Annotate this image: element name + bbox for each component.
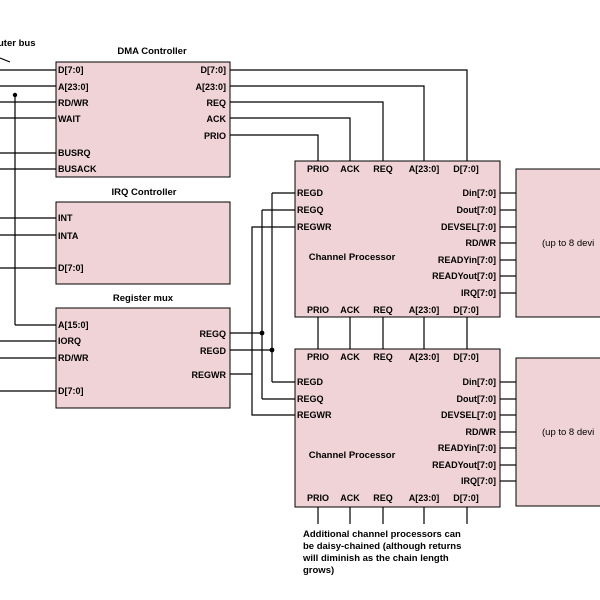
note-line-4: grows) bbox=[303, 565, 334, 576]
cp-daisy-chain-wires bbox=[317, 317, 468, 524]
cp1-bottom-prio: PRIO bbox=[307, 305, 329, 315]
cp2-left-regd: REGD bbox=[297, 377, 324, 387]
irq-pin-int: INT bbox=[58, 213, 73, 223]
cp2-title: Channel Processor bbox=[309, 450, 396, 461]
cp2-bottom-ack: ACK bbox=[340, 493, 360, 503]
dma-right-pins: D[7:0] A[23:0] REQ ACK PRIO bbox=[195, 65, 226, 141]
bus-wires bbox=[0, 57, 56, 392]
irq-controller-block bbox=[55, 201, 231, 285]
register-mux-block bbox=[55, 307, 231, 409]
cp1-right-readyout: READYout[7:0] bbox=[432, 271, 496, 281]
regmux-pin-regwr: REGWR bbox=[192, 370, 227, 380]
cp1-top-req: REQ bbox=[373, 164, 393, 174]
dma-title: DMA Controller bbox=[117, 46, 187, 57]
regmux-pin-d: D[7:0] bbox=[58, 386, 84, 396]
irq-pin-inta: INTA bbox=[58, 231, 79, 241]
dma-pin-a: A[23:0] bbox=[58, 82, 89, 92]
cp2-top-req: REQ bbox=[373, 352, 393, 362]
cp1-left-regd: REGD bbox=[297, 188, 324, 198]
cp1-top-ack: ACK bbox=[340, 164, 360, 174]
cp2-right-din: Din[7:0] bbox=[463, 377, 497, 387]
cp1-bottom-ack: ACK bbox=[340, 305, 360, 315]
cp1-labels: PRIO ACK REQ A[23:0] D[7:0] REGD REGQ RE… bbox=[297, 164, 496, 315]
dma-pin-wait: WAIT bbox=[58, 114, 81, 124]
dma-pin-rdwr: RD/WR bbox=[58, 98, 89, 108]
regmux-pin-rdwr: RD/WR bbox=[58, 353, 89, 363]
note-line-2: be daisy-chained (although returns bbox=[303, 541, 461, 552]
cp2-right-irq: IRQ[7:0] bbox=[461, 476, 496, 486]
cp1-right-readyin: READYin[7:0] bbox=[438, 255, 496, 265]
regmux-pin-iorq: IORQ bbox=[58, 336, 81, 346]
cp2-bottom-req: REQ bbox=[373, 493, 393, 503]
cp2-right-readyout: READYout[7:0] bbox=[432, 460, 496, 470]
irq-title: IRQ Controller bbox=[112, 187, 177, 198]
cp1-top-d: D[7:0] bbox=[453, 164, 479, 174]
regmux-to-cp-wires bbox=[230, 192, 295, 416]
cp2-top-ack: ACK bbox=[340, 352, 360, 362]
dma-pin-a-out: A[23:0] bbox=[195, 82, 226, 92]
regmux-pin-regd: REGD bbox=[200, 346, 227, 356]
cp2-labels: PRIO ACK REQ A[23:0] D[7:0] REGD REGQ RE… bbox=[297, 352, 496, 503]
cp2-top-prio: PRIO bbox=[307, 352, 329, 362]
cp1-right-dout: Dout[7:0] bbox=[457, 205, 497, 215]
cp1-right-irq: IRQ[7:0] bbox=[461, 288, 496, 298]
cp1-title: Channel Processor bbox=[309, 252, 396, 263]
cp1-left-regq: REGQ bbox=[297, 205, 324, 215]
cp-to-device-wires bbox=[500, 192, 516, 482]
cp1-right-rdwr: RD/WR bbox=[466, 238, 497, 248]
cp2-top-a: A[23:0] bbox=[409, 352, 440, 362]
note-line-1: Additional channel processors can bbox=[303, 529, 461, 540]
cp2-top-d: D[7:0] bbox=[453, 352, 479, 362]
cp2-right-dout: Dout[7:0] bbox=[457, 394, 497, 404]
cp2-left-regwr: REGWR bbox=[297, 410, 332, 420]
devices-2-label: (up to 8 devi bbox=[542, 427, 594, 438]
dma-pin-d: D[7:0] bbox=[58, 65, 84, 75]
dma-left-pins: D[7:0] A[23:0] RD/WR WAIT BUSRQ BUSACK bbox=[58, 65, 97, 174]
cp1-right-devsel: DEVSEL[7:0] bbox=[441, 222, 496, 232]
irq-pin-d: D[7:0] bbox=[58, 263, 84, 273]
dma-pin-busack: BUSACK bbox=[58, 164, 97, 174]
cp1-top-a: A[23:0] bbox=[409, 164, 440, 174]
cp2-bottom-a: A[23:0] bbox=[409, 493, 440, 503]
cp2-right-readyin: READYin[7:0] bbox=[438, 443, 496, 453]
cp1-bottom-a: A[23:0] bbox=[409, 305, 440, 315]
dma-pin-req: REQ bbox=[206, 98, 226, 108]
cp1-bottom-d: D[7:0] bbox=[453, 305, 479, 315]
regmux-pin-a: A[15:0] bbox=[58, 320, 89, 330]
note-line-3: will diminish as the chain length bbox=[302, 553, 449, 564]
cp1-bottom-req: REQ bbox=[373, 305, 393, 315]
devices-1-label: (up to 8 devi bbox=[542, 238, 594, 249]
cp1-top-prio: PRIO bbox=[307, 164, 329, 174]
cp1-right-din: Din[7:0] bbox=[463, 188, 497, 198]
regmux-pin-regq: REGQ bbox=[199, 329, 226, 339]
dma-pin-ack: ACK bbox=[207, 114, 227, 124]
bus-title: uter bus bbox=[0, 38, 35, 49]
cp2-left-regq: REGQ bbox=[297, 394, 324, 404]
cp2-bottom-d: D[7:0] bbox=[453, 493, 479, 503]
devices-1-block bbox=[515, 168, 600, 318]
channel-processor-1-block bbox=[294, 160, 501, 318]
cp2-right-devsel: DEVSEL[7:0] bbox=[441, 410, 496, 420]
daisy-chain-note: Additional channel processors can be dai… bbox=[302, 529, 461, 576]
dma-pin-prio: PRIO bbox=[204, 131, 226, 141]
regmux-title: Register mux bbox=[113, 293, 174, 304]
cp2-right-rdwr: RD/WR bbox=[466, 427, 497, 437]
cp1-left-regwr: REGWR bbox=[297, 222, 332, 232]
regmux-right-pins: REGQ REGD REGWR bbox=[192, 329, 227, 380]
dma-controller-block bbox=[55, 61, 231, 178]
cp2-bottom-prio: PRIO bbox=[307, 493, 329, 503]
channel-processor-2-block bbox=[294, 348, 501, 508]
regmux-left-pins: A[15:0] IORQ RD/WR D[7:0] bbox=[58, 320, 89, 396]
dma-pin-d-out: D[7:0] bbox=[200, 65, 226, 75]
irq-left-pins: INT INTA D[7:0] bbox=[58, 213, 84, 273]
dma-pin-busrq: BUSRQ bbox=[58, 148, 91, 158]
dma-to-cp-wires bbox=[230, 69, 468, 161]
